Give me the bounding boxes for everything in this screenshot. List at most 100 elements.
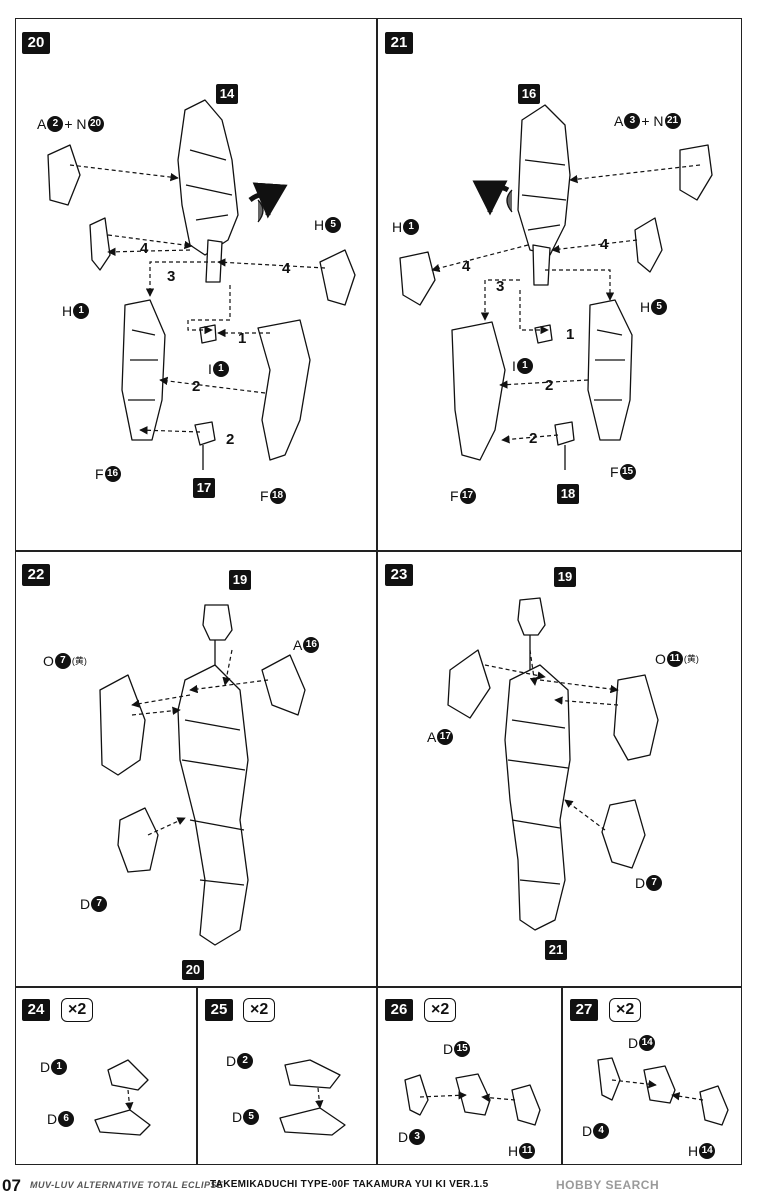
step-index-2: 2 [192,378,201,395]
multiplier-badge: ×2 [609,998,642,1022]
part-callout-16: 16 [518,84,540,104]
full-arm-21 [504,664,571,931]
part-d5 [279,1107,346,1136]
step-index-3: 3 [496,278,505,295]
hand-joint-17 [194,421,216,470]
part-d4 [597,1057,621,1101]
forearm-frame-f16 [121,299,166,441]
step-number-25: 25 [205,999,233,1021]
part-callout-21: 21 [545,940,567,960]
step-number-24: 24 [22,999,50,1021]
part-h11 [511,1084,541,1126]
shoulder-part-19-right [517,597,546,636]
step-index-1: 1 [566,326,575,343]
watermark: HOBBY SEARCH [556,1178,660,1192]
part-callout-19: 19 [229,570,251,590]
part-a16 [261,654,306,716]
step-number-26: 26 [385,999,413,1021]
part-a3 [679,144,713,201]
step-index-2: 2 [545,377,554,394]
step-21-panel [377,18,742,551]
assembly-line-art [47,99,729,1136]
joint-i1 [199,324,217,344]
part-h5 [319,249,356,306]
part-h5-right [634,217,663,273]
part-h14 [699,1085,729,1126]
part-d6 [94,1109,151,1136]
step-index-4: 4 [462,258,471,275]
step-number-27: 27 [570,999,598,1021]
part-d1 [107,1059,149,1091]
part-a17 [447,649,491,719]
forearm-frame-f15 [587,299,633,441]
part-callout-20: 20 [182,960,204,980]
part-d15 [455,1073,491,1116]
multiplier-badge: ×2 [243,998,276,1022]
part-d7-left [117,807,159,873]
step-index-4: 4 [140,240,149,257]
part-h1-left [89,217,111,271]
part-callout-17: 17 [193,478,215,498]
shoulder-part-19 [202,604,233,641]
upper-arm-part-16 [517,104,571,256]
step-number-22: 22 [22,564,50,586]
part-callout-19: 19 [554,567,576,587]
multiplier-badge: ×2 [61,998,94,1022]
page-number: 07 [2,1176,21,1195]
page-footer: 07 MUV-LUV ALTERNATIVE TOTAL ECLIPSE TAK… [0,1170,757,1200]
upper-arm-part-14 [177,99,239,256]
step-index-2: 2 [226,431,235,448]
part-a2 [47,144,81,206]
part-d2 [284,1059,341,1089]
forearm-armor-f18 [257,319,311,461]
step-index-2: 2 [529,430,538,447]
forearm-armor-f17 [451,321,506,461]
joint-i1-right [534,324,553,344]
product-title: TAKEMIKADUCHI TYPE-00F TAKAMURA YUI KI V… [210,1179,489,1190]
part-d3 [404,1074,429,1116]
full-arm-20 [177,664,249,946]
step-number-21: 21 [385,32,413,54]
step-index-1: 1 [238,330,247,347]
step-number-20: 20 [22,32,50,54]
part-h1-right [399,251,436,306]
step-index-3: 3 [167,268,176,285]
part-callout-18: 18 [557,484,579,504]
part-o7 [99,674,146,776]
part-d7-right [601,799,646,869]
hand-joint-18 [554,421,575,470]
part-o11 [613,674,659,761]
step-index-4: 4 [282,260,291,277]
step-number-23: 23 [385,564,413,586]
step-index-4: 4 [600,236,609,253]
part-callout-14: 14 [216,84,238,104]
